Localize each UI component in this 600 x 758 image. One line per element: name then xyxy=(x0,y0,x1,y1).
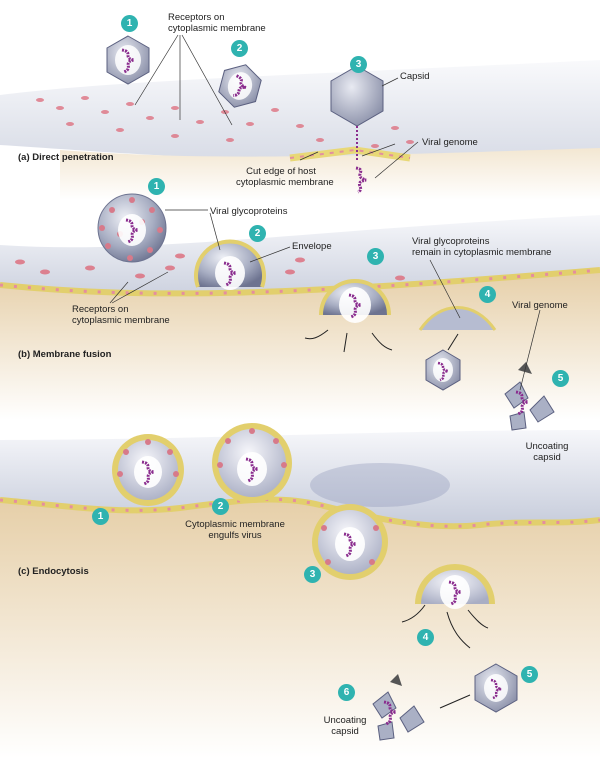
panel-b-receptors xyxy=(15,253,405,281)
panel-a-capsid-2 xyxy=(218,64,262,108)
panel-b-glyco-bump xyxy=(418,306,497,331)
step-badge-c6: 6 xyxy=(338,684,355,701)
panel-c-virus-2 xyxy=(212,423,292,503)
panel-c-vesicle-3 xyxy=(312,504,388,580)
panel-c-vesicle-4 xyxy=(415,564,495,609)
panel-c-uncoating xyxy=(372,674,425,741)
panel-a-membrane xyxy=(0,60,600,200)
label-b-envelope: Envelope xyxy=(292,241,332,252)
panel-b-uncoating xyxy=(504,362,555,431)
step-badge-b3: 3 xyxy=(367,248,384,265)
step-badge-b4: 4 xyxy=(479,286,496,303)
panel-b-capsid-4 xyxy=(425,349,461,391)
panel-b-virus-3 xyxy=(319,279,391,323)
label-a-viral-genome: Viral genome xyxy=(422,137,478,148)
panel-a-receptors xyxy=(36,96,414,148)
section-c-title: (c) Endocytosis xyxy=(18,566,89,577)
panel-b-virus-1 xyxy=(97,193,167,263)
step-badge-b1: 1 xyxy=(148,178,165,195)
panel-c-capsid-5 xyxy=(474,663,518,713)
panel-a-capsid-1 xyxy=(106,35,150,85)
panel-c-membrane xyxy=(0,430,600,758)
step-badge-a3: 3 xyxy=(350,56,367,73)
step-badge-c3: 3 xyxy=(304,566,321,583)
step-badge-a2: 2 xyxy=(231,40,248,57)
step-badge-c5: 5 xyxy=(521,666,538,683)
panel-b-leaders xyxy=(109,209,541,391)
label-b-glycoproteins: Viral glycoproteins xyxy=(210,206,288,217)
panel-c-virus-1 xyxy=(112,434,184,506)
step-badge-a1: 1 xyxy=(121,15,138,32)
step-badge-c1: 1 xyxy=(92,508,109,525)
label-a-capsid: Capsid xyxy=(400,71,430,82)
panel-a-leaders xyxy=(134,34,419,179)
panel-a-genome xyxy=(355,166,367,194)
section-b-title: (b) Membrane fusion xyxy=(18,349,112,360)
step-badge-c4: 4 xyxy=(417,629,434,646)
step-badge-c2: 2 xyxy=(212,498,229,515)
section-a-title: (a) Direct penetration xyxy=(18,152,114,163)
panel-b-virus-2 xyxy=(194,239,266,290)
step-badge-b2: 2 xyxy=(249,225,266,242)
label-b-viral-genome: Viral genome xyxy=(512,300,568,311)
step-badge-b5: 5 xyxy=(552,370,569,387)
